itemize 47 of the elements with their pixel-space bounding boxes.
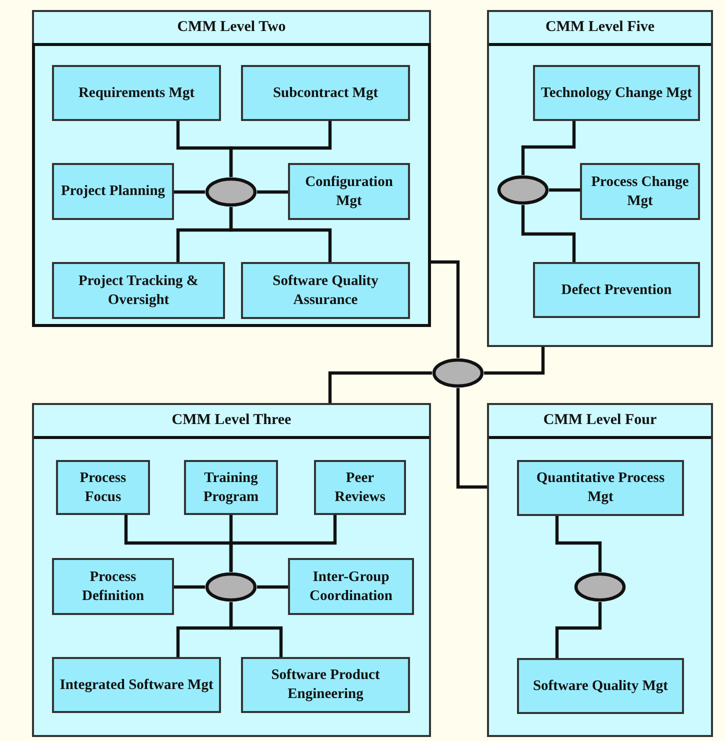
connector-line [229,121,332,177]
connector-line [456,388,487,489]
connector-line [229,602,283,657]
connector-line [174,190,205,194]
process-box: Technology Change Mgt [533,65,700,121]
process-box: Process Change Mgt [580,163,700,220]
process-box: Project Tracking & Oversight [52,262,225,319]
process-box: Process Focus [56,460,150,515]
process-box: Requirements Mgt [52,65,221,121]
level-panel [32,403,431,737]
process-box: Inter-Group Coordination [288,558,414,615]
connector-line [549,188,580,192]
process-box: Defect Prevention [533,262,700,318]
connector-line [257,585,288,589]
level-panel [487,10,713,347]
connector-line [257,190,288,194]
process-box: Project Planning [52,163,174,220]
connector-line [521,121,576,175]
connector-line [555,516,602,572]
hub-ellipse [432,358,484,388]
process-box: Integrated Software Mgt [52,657,221,713]
connector-line [521,205,576,262]
process-box: Process Definition [52,558,174,615]
panel-heading: CMM Level Five [489,12,711,46]
process-box: Configuration Mgt [288,163,410,220]
panel-heading: CMM Level Two [34,12,429,46]
connector-line [174,585,205,589]
connector-line [431,260,460,358]
process-box: Software Product Engineering [241,657,410,713]
panel-heading: CMM Level Four [489,405,711,439]
process-box: Subcontract Mgt [241,65,410,121]
connector-line [229,207,332,262]
connector-line [484,347,545,375]
hub-ellipse [205,572,257,602]
process-box: Peer Reviews [314,460,406,515]
panel-heading: CMM Level Three [34,405,429,439]
level-panel [487,403,713,737]
connector-line [229,515,337,572]
connector-line [555,602,602,658]
hub-ellipse [205,177,257,207]
connector-line [328,371,432,403]
process-box: Software Quality Assurance [241,262,410,319]
process-box: Software Quality Mgt [517,658,684,714]
hub-ellipse [497,175,549,205]
process-box: Quantitative Process Mgt [517,460,684,516]
hub-ellipse [574,572,626,602]
process-box: Training Program [184,460,278,515]
